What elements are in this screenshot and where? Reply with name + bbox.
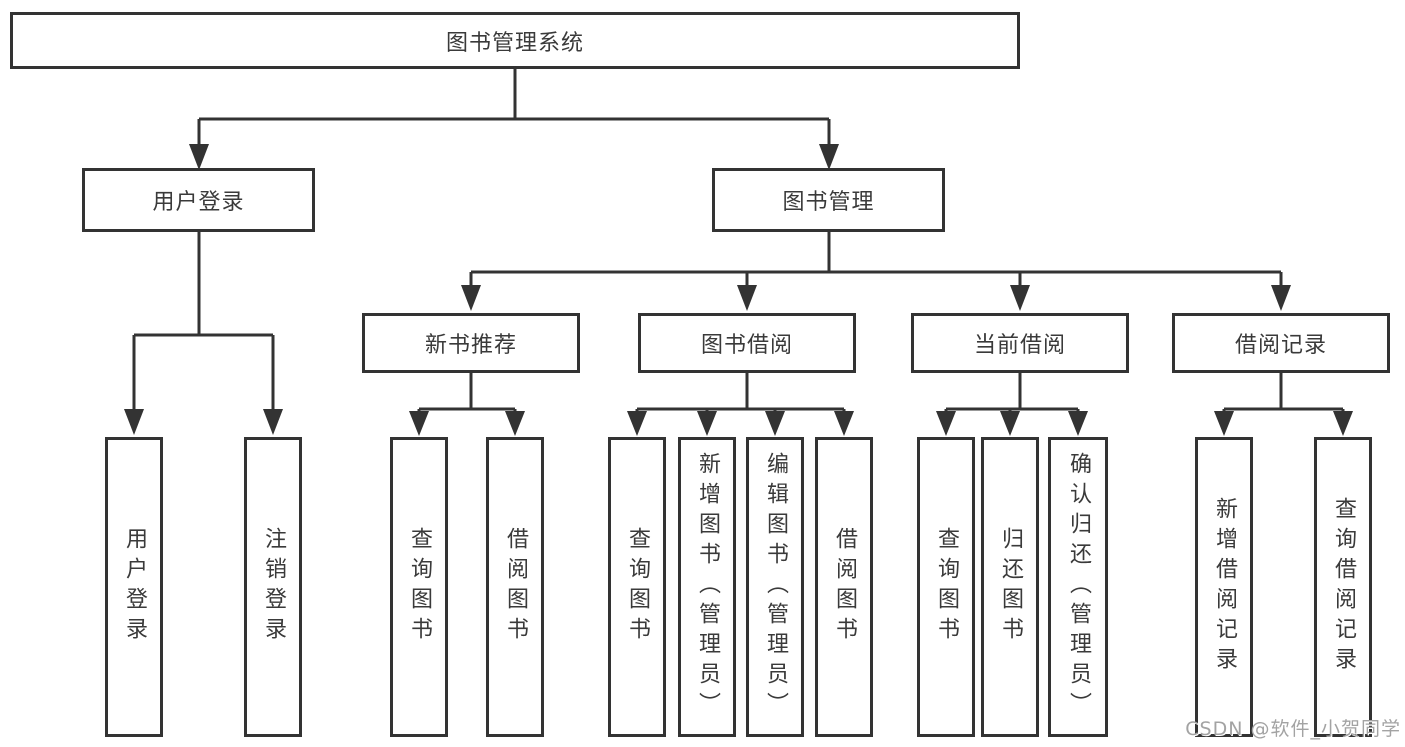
leaf-confirm-return: 确认归还（管理员）: [1048, 437, 1108, 737]
leaf-logout-label: 注销登录: [261, 527, 286, 647]
connector-root-to-level2: [189, 69, 839, 170]
connector-user-login-to-leaves: [124, 232, 283, 435]
arrowhead: [1068, 411, 1088, 436]
arrowhead: [409, 411, 429, 436]
connector-book-borrow-to-leaves: [627, 373, 854, 436]
leaf-query-record-label: 查询借阅记录: [1331, 497, 1356, 677]
node-new-book-rec-label: 新书推荐: [424, 333, 517, 358]
arrowhead: [124, 409, 144, 435]
leaf-user-login: 用户登录: [105, 437, 163, 737]
arrowhead: [505, 411, 525, 436]
connector-new-book-rec-to-leaves: [409, 373, 525, 436]
node-book-borrow: 图书借阅: [638, 313, 856, 373]
leaf-borrow-book-a: 借阅图书: [486, 437, 544, 737]
leaf-add-book: 新增图书（管理员）: [678, 437, 736, 737]
node-root: 图书管理系统: [10, 12, 1020, 69]
leaf-borrow-book-a-label: 借阅图书: [503, 527, 528, 647]
connector-borrow-records-to-leaves: [1214, 373, 1353, 436]
node-current-borrow-label: 当前借阅: [973, 333, 1066, 358]
leaf-return-book: 归还图书: [981, 437, 1039, 737]
leaf-confirm-return-label: 确认归还（管理员）: [1066, 452, 1091, 722]
arrowhead: [737, 285, 757, 311]
leaf-add-record-label: 新增借阅记录: [1212, 497, 1237, 677]
arrowhead: [189, 144, 209, 170]
arrowhead: [834, 411, 854, 436]
node-user-login-label: 用户登录: [152, 190, 245, 215]
leaf-add-book-label: 新增图书（管理员）: [695, 452, 720, 722]
watermark: CSDN @软件_小贺同学: [1185, 718, 1401, 740]
leaf-query-book-c: 查询图书: [917, 437, 975, 737]
leaf-add-record: 新增借阅记录: [1195, 437, 1253, 737]
node-book-mgmt: 图书管理: [712, 168, 945, 232]
leaf-edit-book: 编辑图书（管理员）: [746, 437, 804, 737]
arrowhead: [1333, 411, 1353, 436]
leaf-query-book-a: 查询图书: [390, 437, 448, 737]
leaf-borrow-book-b-label: 借阅图书: [832, 527, 857, 647]
node-current-borrow: 当前借阅: [911, 313, 1129, 373]
arrowhead: [819, 144, 839, 170]
arrowhead: [1000, 411, 1020, 436]
node-new-book-rec: 新书推荐: [362, 313, 580, 373]
leaf-query-book-b: 查询图书: [608, 437, 666, 737]
leaf-query-book-b-label: 查询图书: [625, 527, 650, 647]
arrowhead: [1010, 285, 1030, 311]
node-borrow-records-label: 借阅记录: [1234, 333, 1327, 358]
leaf-query-book-a-label: 查询图书: [407, 527, 432, 647]
leaf-borrow-book-b: 借阅图书: [815, 437, 873, 737]
arrowhead: [627, 411, 647, 436]
arrowhead: [461, 285, 481, 311]
leaf-logout: 注销登录: [244, 437, 302, 737]
node-book-borrow-label: 图书借阅: [700, 333, 793, 358]
arrowhead: [765, 411, 785, 436]
arrowhead: [697, 411, 717, 436]
leaf-query-book-c-label: 查询图书: [934, 527, 959, 647]
leaf-user-login-label: 用户登录: [122, 527, 147, 647]
leaf-query-record: 查询借阅记录: [1314, 437, 1372, 737]
arrowhead: [1271, 285, 1291, 311]
leaf-return-book-label: 归还图书: [998, 527, 1023, 647]
arrowhead: [1214, 411, 1234, 436]
arrowhead: [263, 409, 283, 435]
node-book-mgmt-label: 图书管理: [782, 190, 875, 215]
connector-book-mgmt-to-level3: [461, 232, 1291, 311]
node-borrow-records: 借阅记录: [1172, 313, 1390, 373]
node-root-label: 图书管理系统: [445, 30, 584, 56]
arrowhead: [936, 411, 956, 436]
leaf-edit-book-label: 编辑图书（管理员）: [763, 452, 788, 722]
node-user-login: 用户登录: [82, 168, 315, 232]
connector-current-borrow-to-leaves: [936, 373, 1088, 436]
